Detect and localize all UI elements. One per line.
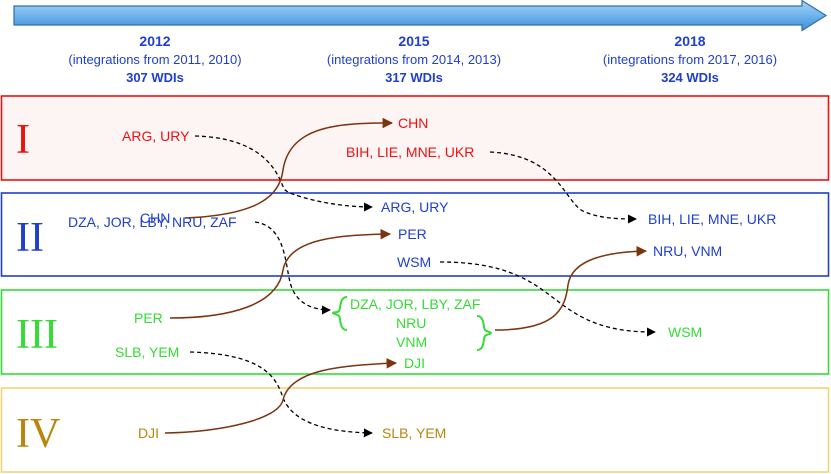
transition-bih-lie — [489, 151, 637, 224]
cluster-box-ii — [0, 192, 830, 277]
country-group-label: BIH, LIE, MNE, UKR — [346, 144, 474, 160]
country-group-label: CHN — [398, 115, 428, 131]
country-group-label: BIH, LIE, MNE, UKR — [648, 211, 776, 227]
transition-wsm — [439, 261, 656, 337]
country-group-label: DJI — [404, 355, 425, 371]
cluster-label-iv: IV — [16, 411, 60, 457]
year-label: 2018 — [674, 33, 705, 49]
wdi-count: 307 WDIs — [126, 70, 184, 85]
wdi-count: 317 WDIs — [385, 70, 443, 85]
brace-left — [331, 296, 348, 331]
year-label: 2015 — [398, 33, 429, 49]
cluster-box-iv — [0, 387, 830, 473]
country-group-label: DZA, JOR, LBY, NRU, ZAF — [68, 214, 237, 230]
timeline-arrow — [13, 0, 828, 32]
year-note: (integrations from 2017, 2016) — [603, 52, 777, 67]
country-group-label: PER — [134, 310, 163, 326]
cluster-box-iii — [0, 289, 830, 375]
brace-right — [476, 315, 493, 351]
year-label: 2012 — [139, 33, 170, 49]
transition-dji — [164, 358, 398, 434]
country-group-label: DZA, JOR, LBY, ZAF — [350, 296, 480, 312]
country-group-label: NRU, VNM — [653, 243, 722, 259]
cluster-label-iii: III — [16, 312, 58, 358]
year-header-2015: 2015 (integrations from 2014, 2013) 317 … — [327, 33, 501, 85]
wdi-count: 324 WDIs — [661, 70, 719, 85]
country-group-label: ARG, URY — [122, 128, 190, 144]
country-group-label: NRU — [396, 315, 426, 331]
country-group-label: SLB, YEM — [115, 344, 179, 360]
country-group-label: WSM — [397, 254, 431, 270]
country-group-label: SLB, YEM — [382, 425, 446, 441]
country-group-label: PER — [398, 226, 427, 242]
transition-per — [169, 228, 392, 319]
country-group-label: DJI — [138, 425, 159, 441]
transition-arg-ury — [194, 135, 373, 212]
country-group-label: ARG, URY — [381, 199, 449, 215]
cluster-label-ii: II — [16, 215, 44, 261]
cluster-box-i — [0, 95, 830, 181]
country-group-label: VNM — [396, 334, 427, 350]
year-header-2012: 2012 (integrations from 2011, 2010) 307 … — [68, 33, 241, 85]
year-note: (integrations from 2014, 2013) — [327, 52, 501, 67]
transition-nru-vnm — [494, 246, 648, 331]
transition-chn — [184, 117, 394, 219]
country-group-label: WSM — [668, 324, 702, 340]
year-header-2018: 2018 (integrations from 2017, 2016) 324 … — [603, 33, 777, 85]
country-group-label: CHN — [140, 210, 170, 226]
year-note: (integrations from 2011, 2010) — [68, 52, 241, 67]
cluster-label-i: I — [16, 117, 30, 163]
transition-slb-yem — [189, 351, 373, 438]
